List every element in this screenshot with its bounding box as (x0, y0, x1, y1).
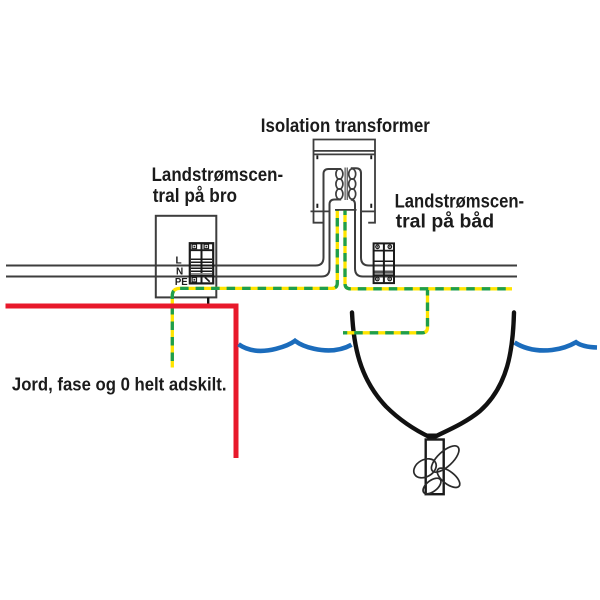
svg-text:Landstrømscen-: Landstrømscen- (152, 165, 284, 186)
svg-text:tral på bro: tral på bro (153, 186, 237, 207)
svg-text:Isolation transformer: Isolation transformer (261, 116, 431, 137)
svg-text:tral på båd: tral på båd (396, 211, 495, 232)
svg-text:N: N (176, 266, 183, 277)
svg-text:Landstrømscen-: Landstrømscen- (395, 192, 524, 213)
svg-text:PE: PE (175, 277, 188, 288)
svg-text:L: L (176, 255, 182, 266)
svg-text:Jord, fase og 0 helt adskilt.: Jord, fase og 0 helt adskilt. (12, 375, 227, 395)
